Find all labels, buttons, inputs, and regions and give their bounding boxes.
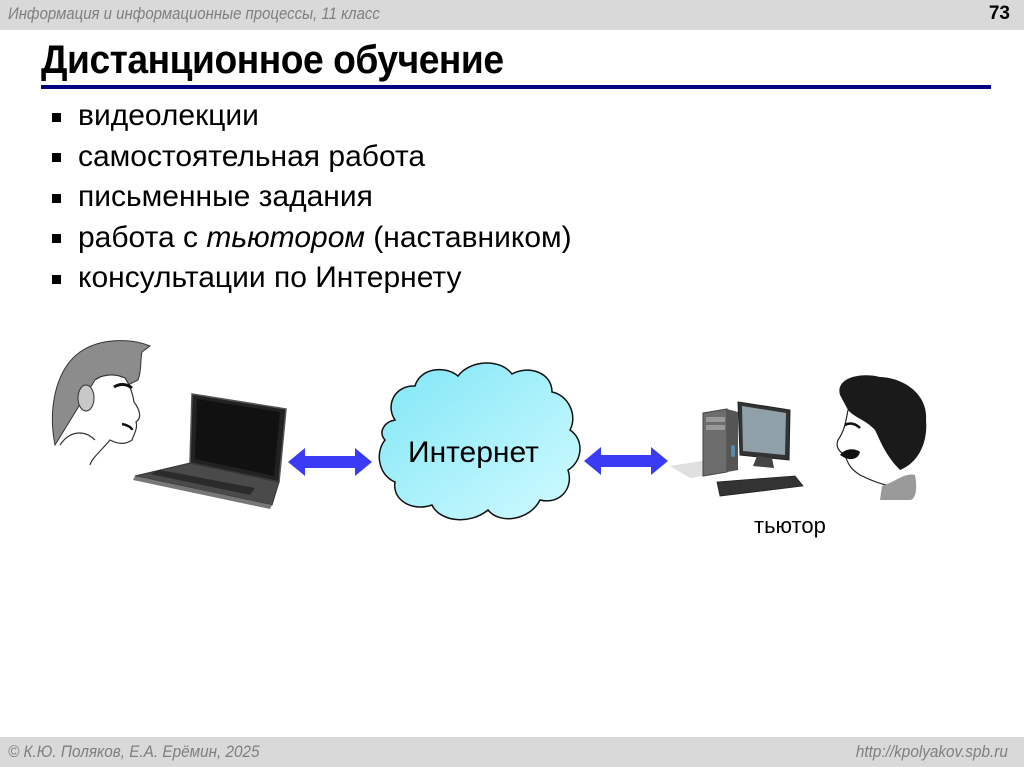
tutor-term: тьютором xyxy=(206,220,365,254)
slide-title: Дистанционное обучение xyxy=(41,38,504,82)
double-arrow-left-icon xyxy=(288,448,372,476)
bullet-square-icon xyxy=(52,153,61,163)
internet-cloud-icon xyxy=(378,362,581,521)
bullet-item: работа с тьютором (наставником) xyxy=(52,218,572,259)
bullet-item: самостоятельная работа xyxy=(52,137,572,178)
bullet-square-icon xyxy=(52,234,61,244)
distance-learning-diagram xyxy=(51,340,927,521)
site-url: http://kpolyakov.spb.ru xyxy=(856,742,1008,761)
desktop-computer-icon xyxy=(670,401,804,497)
bullet-item: консультации по Интернету xyxy=(52,258,572,299)
student-head-icon xyxy=(51,340,152,466)
page-number: 73 xyxy=(988,3,1010,24)
tutor-head-icon xyxy=(836,375,927,500)
laptop-icon xyxy=(133,393,287,509)
header-bar: Информация и информационные процессы, 11… xyxy=(0,0,1024,30)
copyright-text: © К.Ю. Поляков, Е.А. Ерёмин, 2025 xyxy=(8,742,260,761)
bullet-square-icon xyxy=(52,193,61,203)
course-title: Информация и информационные процессы, 11… xyxy=(8,4,380,23)
bullet-list: видеолекции самостоятельная работа письм… xyxy=(52,96,572,299)
double-arrow-right-icon xyxy=(584,447,668,475)
footer-bar: © К.Ю. Поляков, Е.А. Ерёмин, 2025 http:/… xyxy=(0,737,1024,767)
bullet-item: видеолекции xyxy=(52,96,572,137)
bullet-square-icon xyxy=(52,274,61,284)
internet-label: Интернет xyxy=(408,436,539,469)
tutor-label: тьютор xyxy=(754,513,826,538)
bullet-square-icon xyxy=(52,112,61,122)
bullet-item: письменные задания xyxy=(52,177,572,218)
title-underline xyxy=(41,85,991,89)
